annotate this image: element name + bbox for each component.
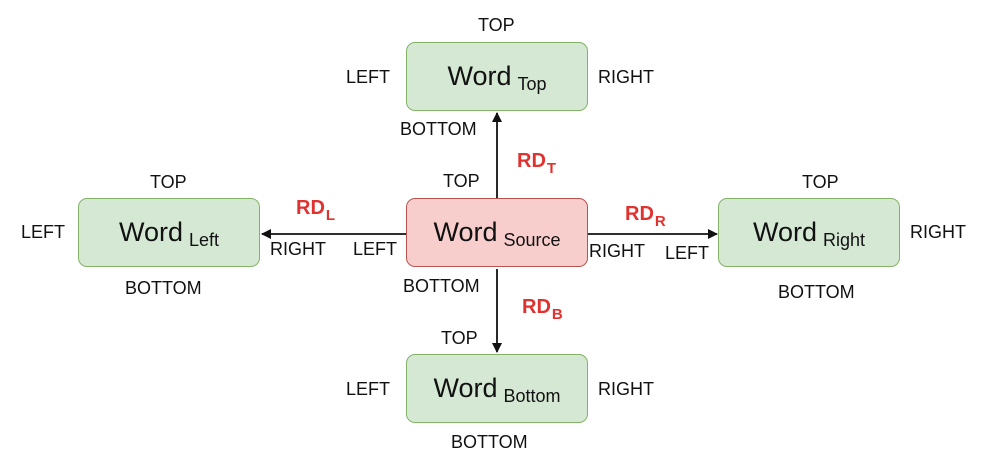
word-top-text: Word bbox=[447, 61, 512, 91]
word-source-bottom-label: BOTTOM bbox=[403, 276, 480, 296]
word-bottom-left-label: LEFT bbox=[346, 379, 391, 399]
word-top-subscript: Top bbox=[517, 74, 547, 94]
word-top-left-label: LEFT bbox=[346, 67, 391, 87]
word-left-subscript: Left bbox=[189, 230, 220, 250]
word-top-right-label: RIGHT bbox=[598, 67, 654, 87]
relation-label-right: RDR bbox=[625, 203, 666, 229]
relation-bottom-subscript: B bbox=[551, 306, 563, 323]
word-left-right-label: RIGHT bbox=[270, 239, 326, 259]
word-left-top-label: TOP bbox=[150, 172, 187, 192]
word-right-top-label: TOP bbox=[802, 172, 839, 192]
word-bottom-right-label: RIGHT bbox=[598, 379, 654, 399]
word-source-right-label: RIGHT bbox=[589, 241, 645, 261]
word-source-subscript: Source bbox=[503, 230, 561, 250]
relation-bottom-main: RD bbox=[522, 296, 551, 318]
word-right-subscript: Right bbox=[823, 230, 866, 250]
word-left-node: Word Left bbox=[78, 198, 260, 267]
word-right-node: Word Right bbox=[718, 198, 900, 267]
relation-right-subscript: R bbox=[654, 213, 666, 230]
word-source-left-label: LEFT bbox=[353, 239, 398, 259]
word-left-text: Word bbox=[118, 217, 183, 247]
word-bottom-text: Word bbox=[433, 373, 498, 403]
word-left-bottom-label: BOTTOM bbox=[125, 278, 202, 298]
word-bottom-subscript: Bottom bbox=[503, 386, 561, 406]
relation-right-main: RD bbox=[625, 203, 654, 225]
relation-top-main: RD bbox=[517, 150, 546, 172]
word-bottom-bottom-label: BOTTOM bbox=[451, 432, 528, 452]
word-left-left-label: LEFT bbox=[21, 222, 66, 242]
word-source-text: Word bbox=[433, 217, 498, 247]
word-top-top-label: TOP bbox=[478, 15, 515, 35]
word-right-right-label: RIGHT bbox=[910, 222, 966, 242]
word-top-bottom-label: BOTTOM bbox=[400, 119, 477, 139]
relation-left-subscript: L bbox=[325, 207, 336, 224]
relation-label-left: RDL bbox=[296, 197, 335, 223]
relation-left-main: RD bbox=[296, 197, 325, 219]
word-right-bottom-label: BOTTOM bbox=[778, 282, 855, 302]
relation-top-subscript: T bbox=[546, 160, 557, 177]
relation-label-top: RDT bbox=[517, 150, 556, 176]
word-bottom-top-label: TOP bbox=[441, 328, 478, 348]
relation-label-bottom: RDB bbox=[522, 296, 563, 322]
word-right-text: Word bbox=[752, 217, 817, 247]
word-source-top-label: TOP bbox=[443, 171, 480, 191]
word-right-left-label: LEFT bbox=[665, 243, 710, 263]
